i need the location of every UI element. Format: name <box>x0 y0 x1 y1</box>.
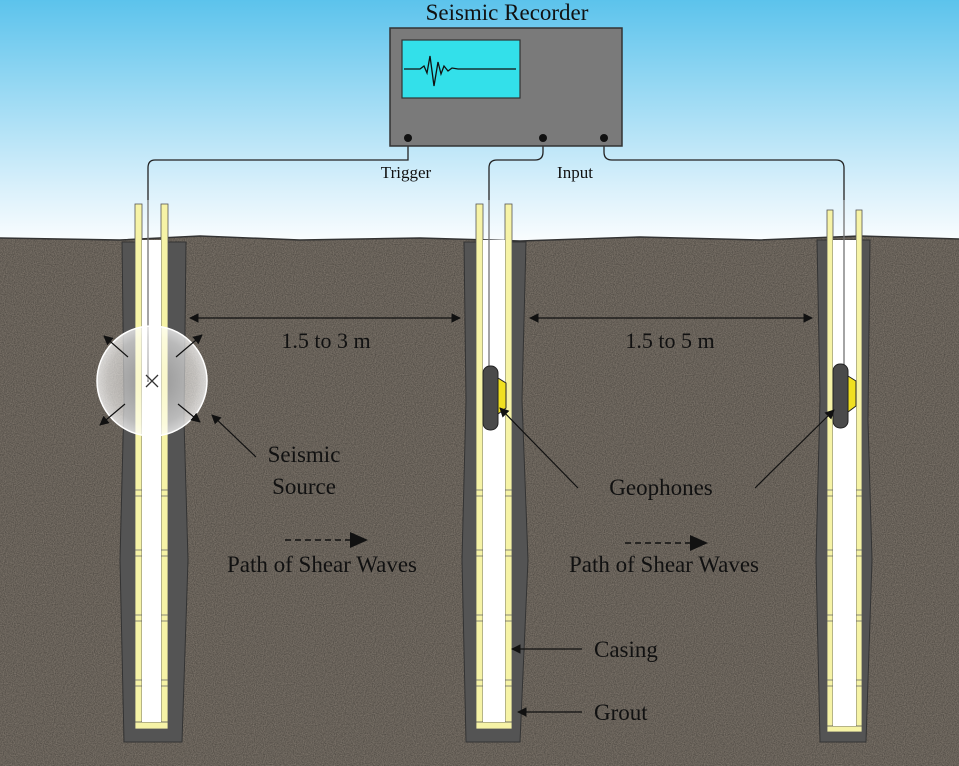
trigger-cable <box>147 138 409 382</box>
borehole-source <box>119 203 189 743</box>
casing <box>826 209 863 733</box>
shear-wave-arrow-left <box>285 532 368 548</box>
input-port-1 <box>539 134 547 142</box>
source-point-icon <box>145 374 159 388</box>
geophone-leader-near <box>499 407 579 489</box>
geophones-label: Geophones <box>609 475 713 500</box>
arrow-icon <box>175 334 203 358</box>
casing <box>134 203 169 730</box>
arrow-icon <box>99 403 126 426</box>
spacing-label-right: 1.5 to 5 m <box>625 328 714 353</box>
input-label: Input <box>557 163 593 182</box>
input-cable-far <box>603 140 845 368</box>
input-cable-near <box>488 140 544 370</box>
borehole-receiver-near <box>461 203 529 743</box>
seismic-source-label-line1: Seismic <box>268 442 341 467</box>
path-of-shear-waves-label-right: Path of Shear Waves <box>569 552 759 577</box>
borehole-receiver-far <box>815 209 873 743</box>
source-leader <box>211 414 257 458</box>
waveform-trace <box>404 55 516 87</box>
casing <box>475 203 513 730</box>
spacing-label-left: 1.5 to 3 m <box>281 328 370 353</box>
casing-label: Casing <box>594 637 658 662</box>
geophone-leader-far <box>754 409 835 489</box>
trigger-label: Trigger <box>381 163 432 182</box>
geophone-near <box>482 365 507 431</box>
input-port-2 <box>600 134 608 142</box>
seismic-source-label-line2: Source <box>272 474 336 499</box>
recorder-title: Seismic Recorder <box>426 0 589 25</box>
cables <box>147 138 845 382</box>
shear-wave-arrow-right <box>625 535 708 551</box>
trigger-port <box>404 134 412 142</box>
arrow-icon <box>103 335 129 358</box>
seismic-source-blast <box>96 325 208 437</box>
seismic-recorder <box>389 27 623 147</box>
geophone-far <box>832 363 857 429</box>
grout-label: Grout <box>594 700 648 725</box>
path-of-shear-waves-label-left: Path of Shear Waves <box>227 552 417 577</box>
arrow-icon <box>177 403 201 423</box>
